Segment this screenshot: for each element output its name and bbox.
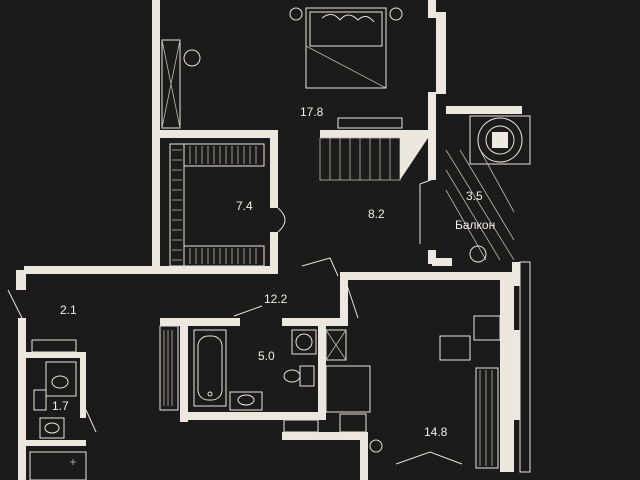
room-area-balcony: 3.5	[466, 189, 483, 203]
room-area-bedroom: 17.8	[300, 105, 324, 119]
room-area-entry: 2.1	[60, 303, 77, 317]
walls	[16, 0, 522, 480]
room-area-wc: 1.7	[52, 399, 69, 413]
room-area-bathroom: 5.0	[258, 349, 275, 363]
room-name-balcony: Балкон	[455, 218, 495, 232]
room-area-hall-lower: 12.2	[264, 292, 288, 306]
room-area-hall-upper: 8.2	[368, 207, 385, 221]
room-area-living: 14.8	[424, 425, 448, 439]
fixtures	[7, 7, 531, 480]
room-area-wardrobe: 7.4	[236, 199, 253, 213]
room-labels: 17.8 7.4 8.2 3.5 Балкон 12.2 2.1 5.0 1.7…	[52, 105, 495, 439]
